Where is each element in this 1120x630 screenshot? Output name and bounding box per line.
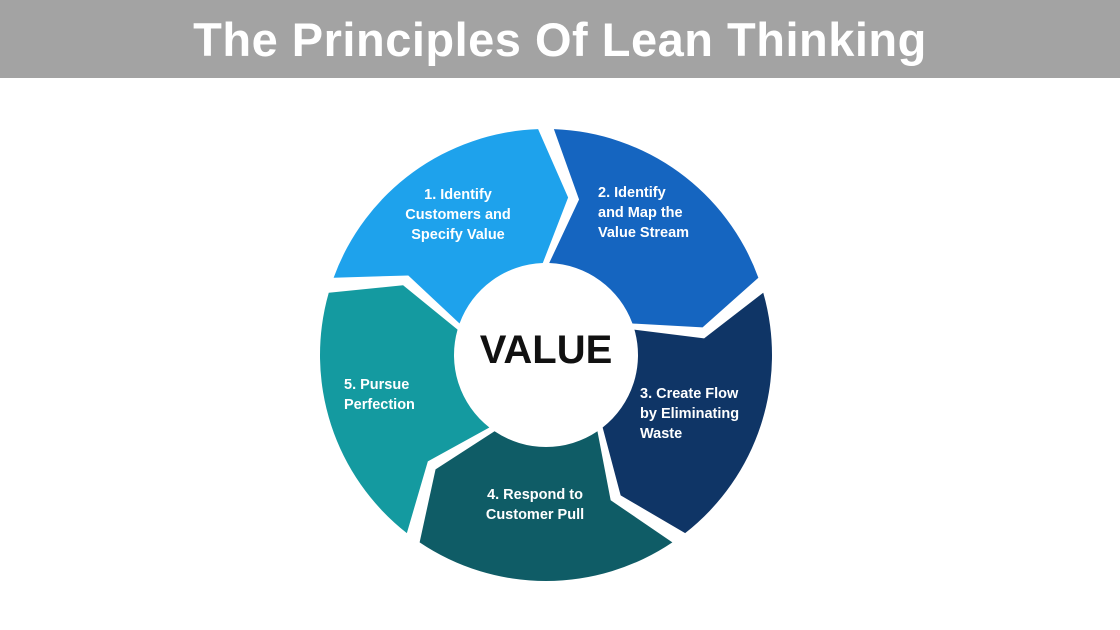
cycle-segment-4 <box>419 431 673 581</box>
step-2-label: 2. Identify and Map the Value Stream <box>598 183 689 243</box>
step-3-line-1: 3. Create Flow <box>640 386 739 402</box>
page-title: The Principles Of Lean Thinking <box>193 12 927 66</box>
step-3-line-2: by Eliminating <box>640 406 740 422</box>
step-5-line-2: Perfection <box>344 397 415 413</box>
title-banner: The Principles Of Lean Thinking <box>0 0 1120 78</box>
step-4-line-2: Customer Pull <box>485 507 585 523</box>
step-3-line-3: Waste <box>640 426 683 442</box>
step-5-line-1: 5. Pursue <box>344 377 410 393</box>
center-circle <box>456 265 636 445</box>
cycle-segment-5 <box>320 285 490 534</box>
step-3-label: 3. Create Flow by Eliminating Waste <box>640 384 739 444</box>
cycle-segment-2 <box>549 129 759 328</box>
step-1-label: 1. Identify Customers and Specify Value <box>398 185 518 245</box>
step-1-line-2: Customers and <box>405 207 511 223</box>
center-value-label: VALUE <box>479 328 613 372</box>
step-2-line-1: 2. Identify <box>598 185 666 201</box>
step-4-line-1: 4. Respond to <box>487 487 583 503</box>
step-5-label: 5. Pursue Perfection <box>344 375 415 415</box>
step-4-label: 4. Respond to Customer Pull <box>478 485 592 525</box>
cycle-segment-1 <box>333 129 569 324</box>
cycle-segment-3 <box>602 292 772 534</box>
step-2-line-2: and Map the <box>598 205 683 221</box>
step-1-line-3: Specify Value <box>411 227 505 243</box>
step-1-line-1: 1. Identify <box>424 187 492 203</box>
step-2-line-3: Value Stream <box>598 225 690 241</box>
